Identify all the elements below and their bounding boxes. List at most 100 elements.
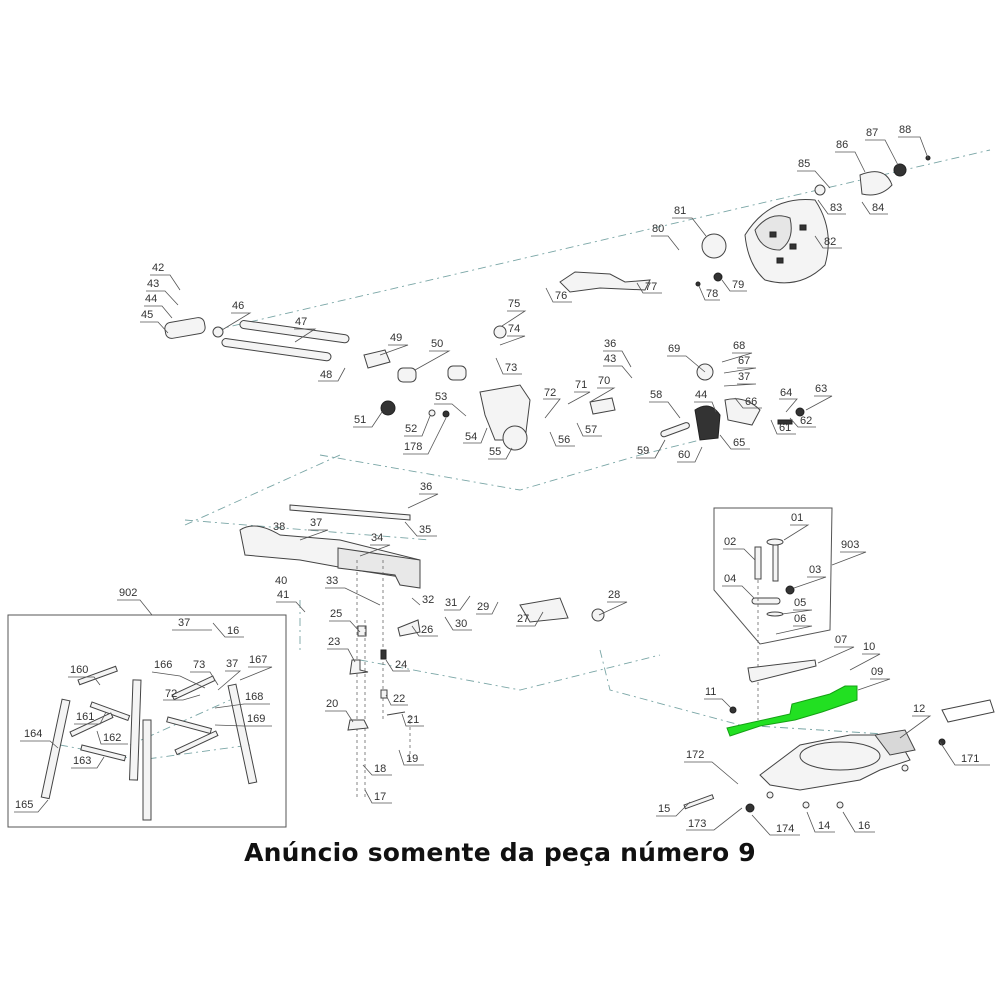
label-87: 87 [866,127,878,139]
label-77: 77 [645,281,657,293]
label-57: 57 [585,424,597,436]
label-56: 56 [558,434,570,446]
label-32: 32 [422,594,434,606]
label-160: 160 [70,664,88,676]
label-35: 35 [419,524,431,536]
clamp-assembly-box [713,507,833,720]
label-30: 30 [455,618,467,630]
label-41: 41 [277,589,289,601]
label-169: 169 [247,713,265,725]
label-85: 85 [798,158,810,170]
part-11-nut [729,706,737,714]
label-36b: 36 [420,481,432,493]
label-18: 18 [374,763,386,775]
label-07: 07 [835,634,847,646]
label-171: 171 [961,753,979,765]
label-66: 66 [745,396,757,408]
label-76: 76 [555,290,567,302]
label-81: 81 [674,205,686,217]
part-09-highlighted[interactable] [726,685,858,737]
label-60: 60 [678,449,690,461]
label-11: 11 [705,686,716,698]
label-46: 46 [232,300,244,312]
label-72b: 72 [165,688,177,700]
label-75: 75 [508,298,520,310]
part-07-fence [747,659,817,683]
label-48: 48 [320,369,332,381]
label-86: 86 [836,139,848,151]
label-70: 70 [598,375,610,387]
label-02: 02 [724,536,736,548]
label-01: 01 [791,512,803,524]
label-27: 27 [517,613,529,625]
label-37d: 37 [226,658,238,670]
label-172: 172 [686,749,704,761]
label-42: 42 [152,262,164,274]
label-168: 168 [245,691,263,703]
label-67: 67 [738,355,750,367]
label-12: 12 [913,703,925,715]
label-43b: 43 [604,353,616,365]
label-74: 74 [508,323,520,335]
label-79: 79 [732,279,744,291]
label-54: 54 [465,431,477,443]
table-fence-group [239,504,605,637]
label-23: 23 [328,636,340,648]
label-61: 61 [779,422,791,434]
label-15: 15 [658,803,670,815]
label-22: 22 [393,693,405,705]
label-63: 63 [815,383,827,395]
handle-group [589,363,805,441]
label-37a: 37 [738,371,750,383]
label-47: 47 [295,316,307,328]
rail-group [164,317,531,451]
label-16b: 16 [858,820,870,832]
label-37c: 37 [178,617,190,629]
label-73a: 73 [505,362,517,374]
label-902: 902 [119,587,137,599]
label-44a: 44 [145,293,157,305]
label-33: 33 [326,575,338,587]
label-28: 28 [608,589,620,601]
label-17: 17 [374,791,386,803]
label-68: 68 [733,340,745,352]
label-165: 165 [15,799,33,811]
label-80: 80 [652,223,664,235]
label-49: 49 [390,332,402,344]
label-29: 29 [477,601,489,613]
label-26: 26 [421,624,433,636]
label-82: 82 [824,236,836,248]
label-04: 04 [724,573,736,585]
label-71: 71 [575,379,587,391]
label-178: 178 [404,441,422,453]
label-62: 62 [800,415,812,427]
label-52: 52 [405,423,417,435]
label-65: 65 [733,437,745,449]
label-05: 05 [794,597,806,609]
label-72a: 72 [544,387,556,399]
label-34: 34 [371,532,383,544]
label-903: 903 [841,539,859,551]
stand-assembly-box [7,614,287,828]
label-164: 164 [24,728,42,740]
label-69: 69 [668,343,680,355]
label-44b: 44 [695,389,707,401]
label-19: 19 [406,753,418,765]
label-24: 24 [395,659,407,671]
label-88: 88 [899,124,911,136]
label-84: 84 [872,202,884,214]
part-labels: 88 87 86 85 83 84 82 81 80 79 78 77 76 4… [14,124,990,836]
label-162: 162 [103,732,121,744]
label-43a: 43 [147,278,159,290]
label-161: 161 [76,711,94,723]
label-45: 45 [141,309,153,321]
label-73b: 73 [193,659,205,671]
label-21: 21 [407,714,419,726]
label-58: 58 [650,389,662,401]
label-14: 14 [818,820,830,832]
label-03: 03 [809,564,821,576]
label-167: 167 [249,654,267,666]
label-51: 51 [354,414,366,426]
label-16a: 16 [227,625,239,637]
